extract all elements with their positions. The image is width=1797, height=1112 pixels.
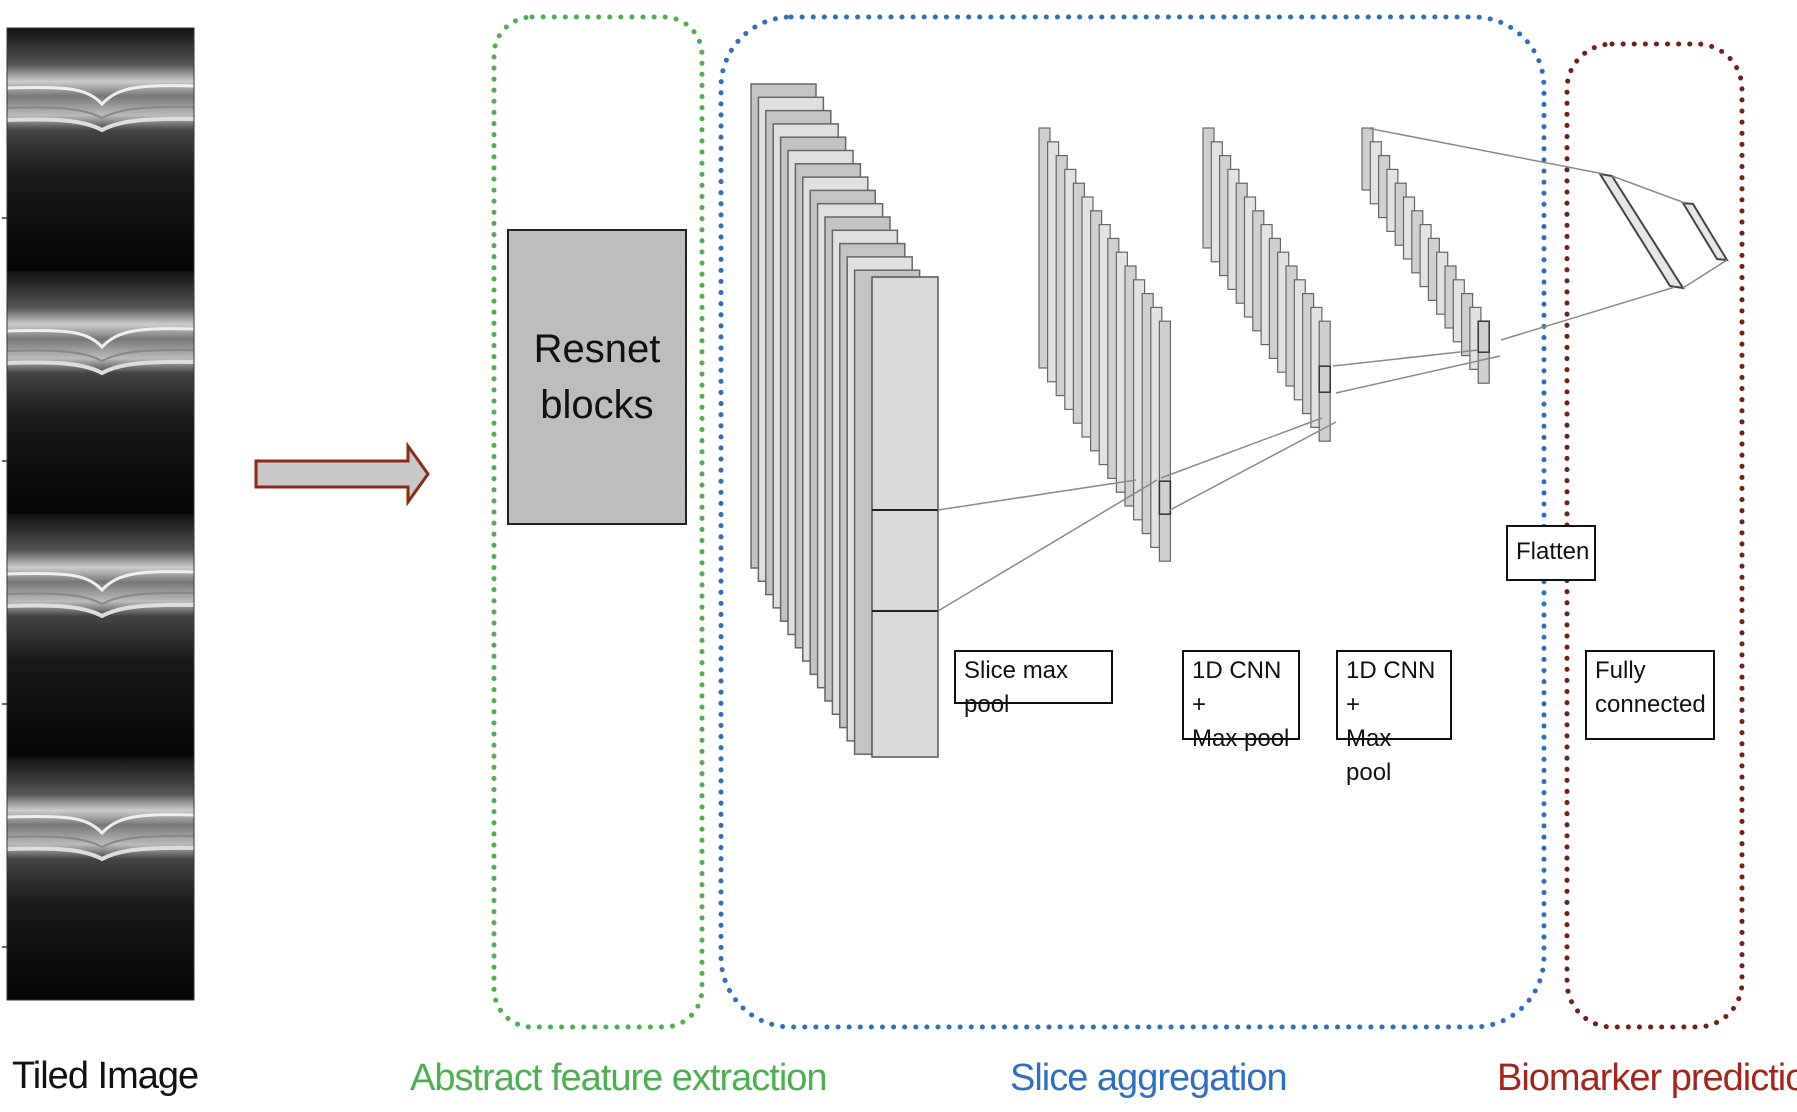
retina-layer [6, 348, 195, 363]
feature-map-stack [750, 83, 939, 758]
slice-max-pool-label: Slice max pool [954, 650, 1113, 718]
retina-layer [6, 570, 195, 593]
oct-tile [7, 514, 194, 757]
oct-tile [7, 757, 194, 1000]
feature-map-front [871, 276, 939, 758]
fully-connected-label: Fully connected [1585, 650, 1715, 740]
caption-slice-aggregation: Slice aggregation [1010, 1057, 1288, 1099]
tiled-image [2, 27, 195, 1001]
slice-max-pool-strips [1038, 127, 1172, 562]
caption-biomarker-prediction: Biomarker prediction [1497, 1057, 1797, 1099]
oct-tile [7, 271, 194, 514]
strip-window [1158, 480, 1172, 515]
input-arrow-icon [254, 441, 430, 507]
flatten-label: Flatten [1506, 525, 1596, 581]
connection-lines [937, 127, 1728, 612]
oct-tile [7, 28, 194, 271]
strip-window [1477, 320, 1490, 353]
retina-layer [6, 813, 195, 836]
retina-layer [6, 602, 195, 619]
fc-plate-1 [1597, 172, 1686, 290]
retina-layer [6, 845, 195, 862]
fc-plate-2 [1681, 201, 1729, 262]
group-abstract-feature-extraction [491, 14, 705, 1030]
retina-layer [6, 105, 195, 120]
cnn-strips-2 [1361, 127, 1490, 384]
strip-window [1318, 365, 1331, 393]
cnn-strips-1 [1202, 127, 1331, 442]
resnet-blocks: Resnet blocks [507, 229, 687, 525]
strip [1158, 320, 1172, 562]
cnn-max-pool-label-1: 1D CNN + Max pool [1182, 650, 1300, 752]
retina-layer [6, 116, 195, 133]
caption-tiled-image: Tiled Image [12, 1055, 199, 1097]
tile-border [6, 27, 195, 1001]
retina-layer [6, 591, 195, 606]
retina-layer [6, 84, 195, 107]
retina-layer [6, 327, 195, 350]
strip [1318, 320, 1331, 442]
cnn-max-pool-label-2: 1D CNN + Max pool [1336, 650, 1452, 786]
retina-layer [6, 359, 195, 376]
caption-abstract-feature-extraction: Abstract feature extraction [410, 1057, 828, 1099]
retina-layer [6, 834, 195, 849]
